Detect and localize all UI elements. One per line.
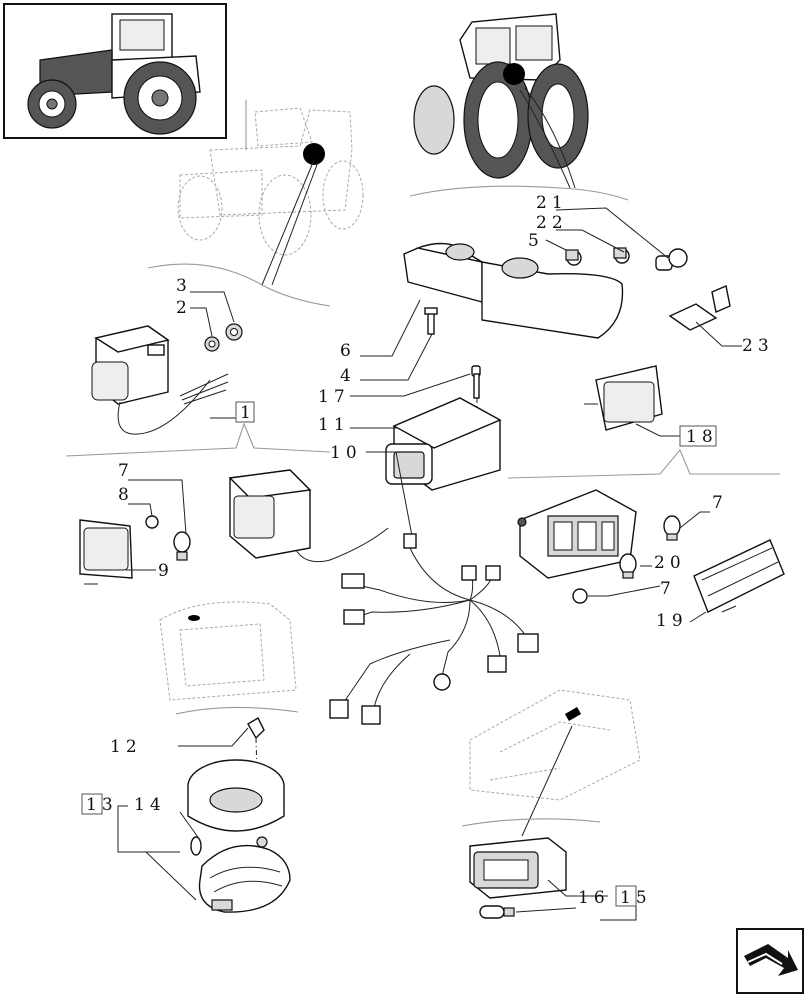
label-6: 6 xyxy=(340,341,356,361)
beacon-dome xyxy=(198,844,291,913)
flasher-module-11 xyxy=(385,397,502,491)
label-1: 1 xyxy=(240,403,256,423)
cab-interior-ghost xyxy=(159,601,299,715)
label-16: 16 xyxy=(578,888,610,908)
label-7-low: 7 xyxy=(660,579,676,599)
screw-17 xyxy=(471,365,481,399)
rear-lamp-housing xyxy=(519,489,637,579)
bulb-7-right xyxy=(663,515,681,541)
bulb-7-left xyxy=(173,531,191,561)
marker-light-18 xyxy=(584,365,663,431)
label-3: 3 xyxy=(176,276,192,296)
label-23: 23 xyxy=(742,336,774,356)
screw-4 xyxy=(424,307,438,335)
nut-3 xyxy=(225,323,243,341)
lens-19 xyxy=(693,539,785,613)
next-page-button[interactable] xyxy=(736,928,804,994)
label-2: 2 xyxy=(176,298,192,318)
label-13: 13 xyxy=(86,795,118,815)
bulb-21 xyxy=(655,248,688,271)
bulb-16 xyxy=(479,905,515,919)
switch-15 xyxy=(469,837,567,899)
location-marker-rear xyxy=(503,63,525,85)
label-18: 18 xyxy=(686,427,718,447)
bulb-22 xyxy=(613,247,630,264)
label-22: 22 xyxy=(536,213,568,233)
label-21: 21 xyxy=(536,193,568,213)
label-14: 14 xyxy=(134,795,166,815)
label-5: 5 xyxy=(528,231,544,251)
work-lamp-10 xyxy=(228,469,389,563)
beacon-clip-12 xyxy=(247,717,265,740)
wiring-harness xyxy=(329,533,539,725)
bulb-14 xyxy=(190,836,202,856)
label-11: 11 xyxy=(318,415,350,435)
label-8: 8 xyxy=(118,485,134,505)
label-20: 20 xyxy=(654,553,686,573)
tractor-rear-view xyxy=(409,13,629,201)
next-page-arrow-icon xyxy=(744,944,798,976)
tractor-front-ghost xyxy=(147,100,364,307)
tractor-overview-icon[interactable] xyxy=(3,3,227,139)
label-17: 17 xyxy=(318,387,350,407)
screw-beacon xyxy=(256,836,268,848)
label-15: 15 xyxy=(620,888,652,908)
indicator-light-9 xyxy=(79,519,133,585)
label-7-right: 7 xyxy=(712,493,728,513)
location-marker xyxy=(303,143,325,165)
connector-23 xyxy=(668,285,731,331)
beacon-base-13 xyxy=(187,759,285,832)
bulb-20 xyxy=(619,553,637,579)
dashboard-ghost xyxy=(461,689,641,837)
work-lamp-1 xyxy=(91,325,229,435)
washer-2 xyxy=(204,336,220,352)
label-9: 9 xyxy=(158,561,174,581)
label-19: 19 xyxy=(656,611,688,631)
bulb-5 xyxy=(565,249,582,266)
bulb-8 xyxy=(145,515,159,529)
label-10: 10 xyxy=(330,443,362,463)
label-4: 4 xyxy=(340,366,356,386)
label-12: 12 xyxy=(110,737,142,757)
rear-light-assembly xyxy=(403,242,624,339)
label-7-left: 7 xyxy=(118,461,134,481)
bulb-7-low xyxy=(572,588,588,604)
